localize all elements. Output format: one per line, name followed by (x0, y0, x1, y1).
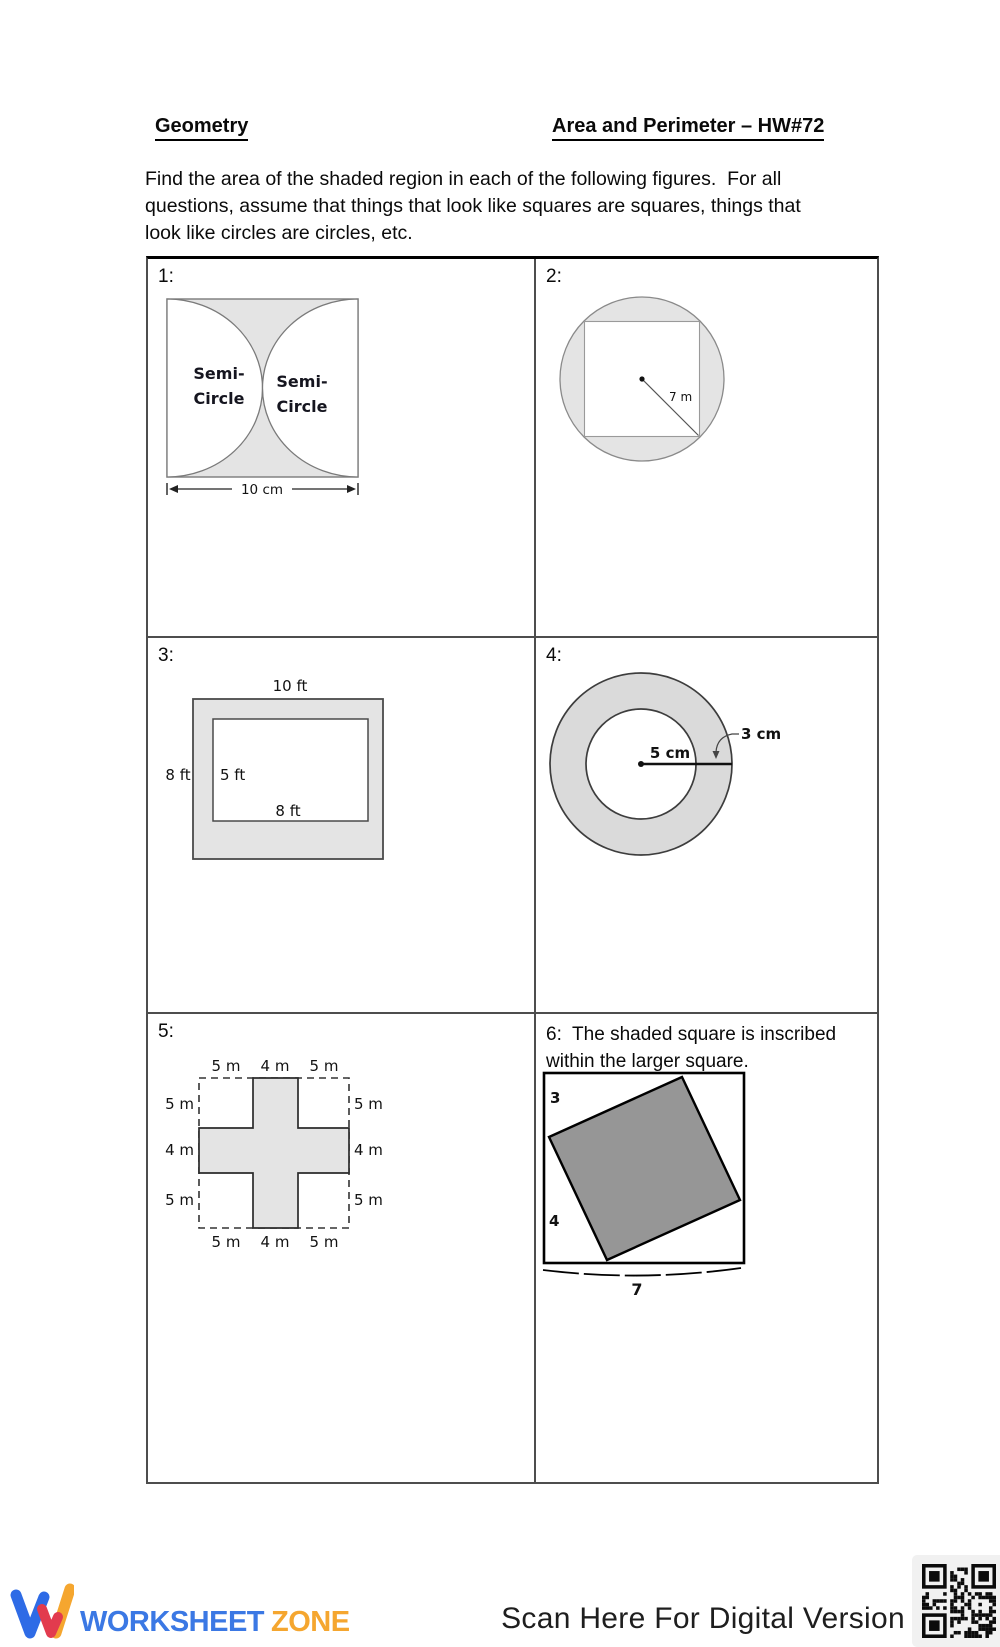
problem-4-cell: 4: 5 cm 3 cm (536, 638, 877, 1014)
dimension-label: 5 m (212, 1057, 241, 1075)
problem-2-cell: 2: 7 m (536, 259, 877, 638)
problem-3-figure: 10 ft 8 ft 5 ft 8 ft (165, 677, 384, 860)
problem-5-cell: 5: 5 m 4 m 5 m 5 m 4 m 5 m 5 m 4 m 5 m 5… (148, 1014, 536, 1482)
instructions-line: Find the area of the shaded region in ea… (145, 168, 782, 190)
problem-6-description-line: within the larger square. (546, 1051, 749, 1072)
leader-line (715, 733, 739, 753)
brace-curve (542, 1267, 742, 1277)
dimension-label: 4 m (354, 1141, 383, 1159)
problem-1-cell: 1: Semi- Circle Semi- Circle 10 cm (148, 259, 536, 638)
semicircle-label: Semi- (193, 364, 244, 383)
problem-5-number: 5: (158, 1021, 174, 1042)
semicircle-label: Circle (194, 389, 245, 408)
scan-here-text: Scan Here For Digital Version (501, 1602, 905, 1635)
problem-6-description: 6: The shaded square is inscribed within… (546, 1021, 871, 1075)
problem-1-figure: Semi- Circle Semi- Circle 10 cm (166, 298, 359, 498)
problem-4-number: 4: (546, 645, 562, 666)
dimension-label: 5 m (212, 1233, 241, 1251)
dimension-label: 4 m (261, 1057, 290, 1075)
radius-line (641, 378, 699, 436)
arrow-down-icon (712, 751, 720, 759)
side-length-label: 7 (631, 1280, 642, 1299)
arrow-left-icon (169, 485, 178, 493)
problem-table: 1: Semi- Circle Semi- Circle 10 cm 2: (146, 256, 879, 1484)
instructions-line: questions, assume that things that look … (145, 195, 801, 217)
dimension-label: 5 m (354, 1191, 383, 1209)
qr-code (912, 1555, 1000, 1647)
radius-label: 7 m (669, 390, 692, 404)
ring-width-label: 3 cm (741, 725, 781, 743)
dimension-label: 8 ft (165, 766, 190, 784)
instructions: Find the area of the shaded region in ea… (145, 166, 885, 247)
dimension-label: 10 ft (273, 677, 308, 695)
dimension-label: 10 cm (241, 482, 283, 498)
dimension-label: 8 ft (275, 802, 300, 820)
dimension-label: 5 m (310, 1233, 339, 1251)
qr-code-pattern (922, 1564, 996, 1638)
dimension-label: 5 m (310, 1057, 339, 1075)
problem-1-number: 1: (158, 266, 174, 287)
problem-6-figure: 3 4 7 (542, 1071, 746, 1299)
dimension-label: 5 m (354, 1095, 383, 1113)
segment-label: 4 (549, 1212, 559, 1230)
dimension-label: 5 m (165, 1095, 194, 1113)
inner-rectangle-shape (212, 718, 369, 822)
problem-2-number: 2: (546, 266, 562, 287)
arrow-right-icon (347, 485, 356, 493)
brand-zone: ZONE (271, 1606, 350, 1638)
dimension-label: 4 m (165, 1141, 194, 1159)
center-dot (639, 376, 645, 382)
dimension-label: 5 ft (220, 766, 245, 784)
right-semicircle-shape (261, 298, 359, 478)
problem-6-cell: 6: The shaded square is inscribed within… (536, 1014, 877, 1482)
segment-label: 3 (550, 1089, 560, 1107)
inscribed-square-shape (547, 1075, 742, 1262)
problem-4-figure: 5 cm 3 cm (549, 672, 781, 856)
cross-shape (198, 1077, 350, 1229)
dimension-label: 5 m (165, 1191, 194, 1209)
problem-3-cell: 3: 10 ft 8 ft 5 ft 8 ft (148, 638, 536, 1014)
problem-3-number: 3: (158, 645, 174, 666)
problem-5-figure: 5 m 4 m 5 m 5 m 4 m 5 m 5 m 4 m 5 m 5 m … (165, 1057, 383, 1251)
worksheetzone-logo-icon (10, 1583, 74, 1639)
page-title: Area and Perimeter – HW#72 (552, 115, 825, 141)
brand-worksheet: WORKSHEET (80, 1606, 265, 1638)
radius-label: 5 cm (650, 744, 690, 762)
instructions-line: look like circles are circles, etc. (145, 222, 413, 244)
problem-2-figure: 7 m (559, 296, 725, 462)
course-title: Geometry (155, 115, 249, 141)
dimension-label: 4 m (261, 1233, 290, 1251)
center-dot (638, 761, 644, 767)
problem-6-description-line: 6: The shaded square is inscribed (546, 1024, 837, 1045)
semicircle-label: Semi- (276, 372, 327, 391)
semicircle-label: Circle (277, 397, 328, 416)
